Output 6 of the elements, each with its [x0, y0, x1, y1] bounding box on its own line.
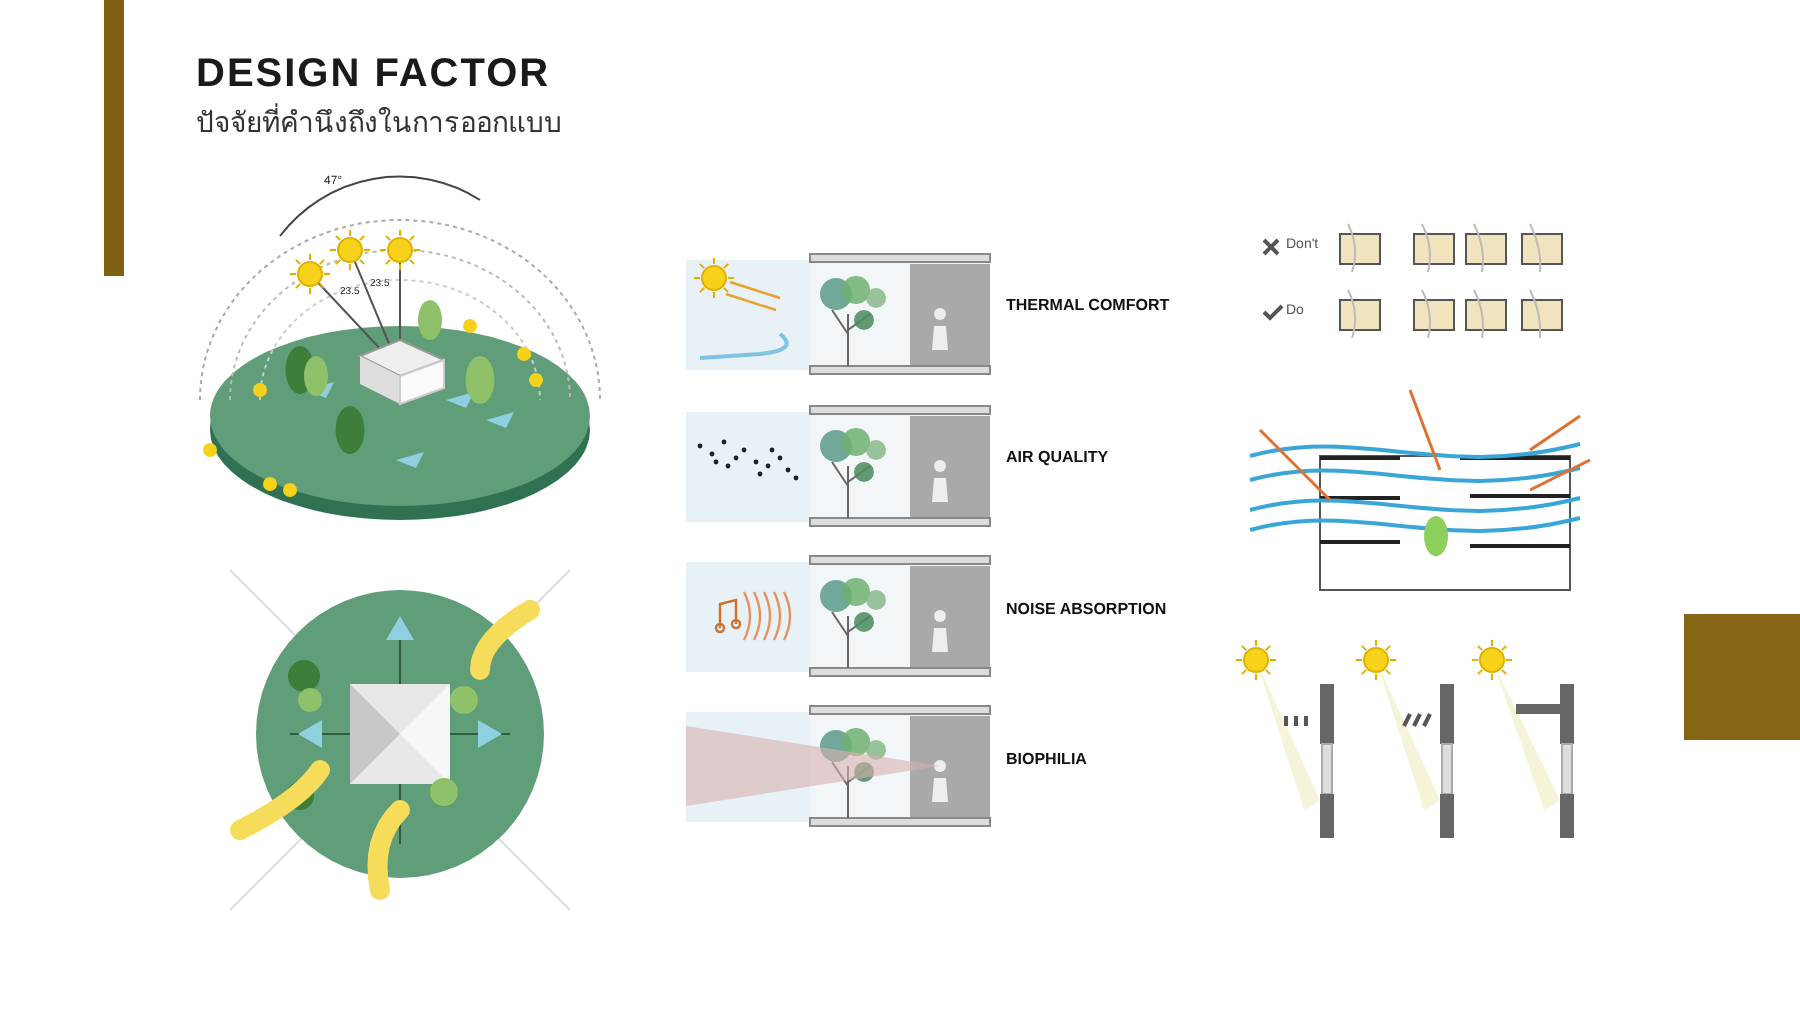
panel-title: BIOPHILIA [1006, 750, 1087, 768]
panel-title: NOISE ABSORPTION [1006, 600, 1167, 618]
panel-title: AIR QUALITY [1006, 448, 1109, 466]
title: DESIGN FACTOR [196, 52, 551, 98]
panel-title: THERMAL COMFORT [1006, 296, 1170, 314]
subtitle: ปัจจัยที่คำนึงถึงในการออกแบบ [196, 101, 562, 142]
